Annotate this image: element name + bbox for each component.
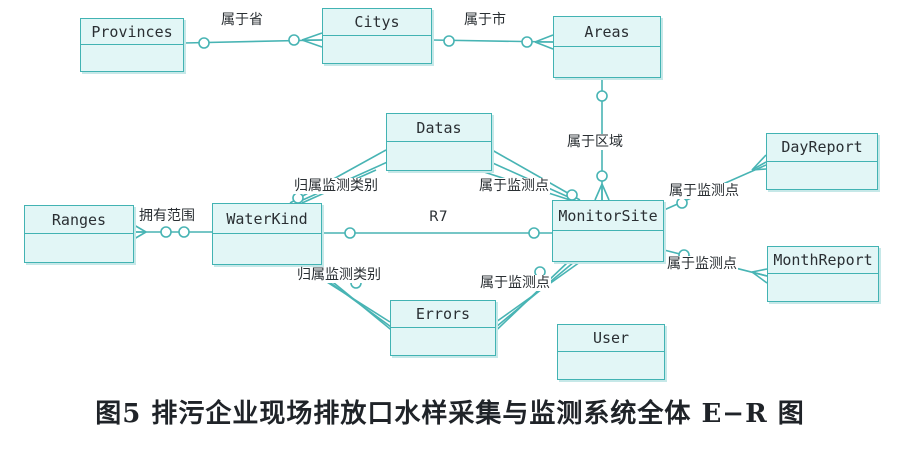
entity-datas[interactable]: Datas — [386, 113, 492, 171]
edge-area-site-marker — [596, 170, 608, 182]
edge-province-city-marker — [288, 34, 300, 46]
entity-waterkind[interactable]: WaterKind — [212, 203, 322, 265]
edge-range-kind-marker — [178, 226, 190, 238]
rel-label-site-monthreport: 属于监测点 — [666, 256, 738, 272]
edge-range-kind-crow — [133, 224, 147, 233]
entity-user[interactable]: User — [557, 324, 665, 380]
rel-label-kind-site: R7 — [428, 209, 449, 225]
entity-errors[interactable]: Errors — [390, 300, 496, 356]
edge-errors-site — [483, 261, 569, 343]
edge-site-monthreport-crow — [751, 271, 768, 277]
entity-waterkind-label: WaterKind — [213, 204, 321, 234]
edge-datas-kind — [289, 149, 387, 204]
entity-ranges[interactable]: Ranges — [24, 205, 134, 263]
entity-monthreport[interactable]: MonthReport — [767, 246, 879, 302]
edge-range-kind-marker — [160, 226, 172, 238]
figure-caption: 图5 排污企业现场排放口水样采集与监测系统全体 E−R 图 — [95, 399, 805, 429]
edge-datas-kind-marker — [292, 192, 304, 204]
relationship-lines — [133, 32, 768, 343]
entity-citys[interactable]: Citys — [322, 8, 432, 64]
edge-site-dayreport-crow — [751, 168, 767, 171]
rel-label-city-area: 属于市 — [463, 12, 507, 28]
edge-area-site-marker — [596, 90, 608, 102]
edge-area-site-crow — [594, 183, 603, 201]
edge-site-dayreport-marker — [676, 197, 688, 209]
entity-monthreport-label: MonthReport — [768, 247, 878, 274]
entity-citys-label: Citys — [323, 9, 431, 36]
rel-label-errors-site: 属于监测点 — [479, 275, 551, 291]
edge-range-kind-crow — [133, 231, 147, 240]
er-diagram: Provinces Citys Areas Datas DayReport Ra… — [24, 8, 879, 380]
edge-site-dayreport-crow — [751, 161, 767, 171]
rel-label-kind-ranges: 拥有范围 — [138, 208, 196, 224]
entity-monitorsite-label: MonitorSite — [553, 201, 663, 231]
edge-kind-site-marker — [344, 227, 356, 239]
entity-areas-label: Areas — [554, 17, 660, 47]
edge-city-area-marker — [521, 36, 533, 48]
rel-label-site-area: 属于区域 — [566, 134, 624, 150]
entity-dayreport[interactable]: DayReport — [766, 133, 878, 190]
entity-ranges-label: Ranges — [25, 206, 133, 234]
rel-label-datas-kind: 归属监测类别 — [293, 178, 379, 194]
entity-monitorsite[interactable]: MonitorSite — [552, 200, 664, 262]
edge-province-city-crow — [301, 32, 323, 41]
rel-label-province-city: 属于省 — [220, 12, 264, 28]
edge-site-monthreport-crow — [751, 271, 768, 284]
edge-province-city-marker — [198, 37, 210, 49]
entity-datas-label: Datas — [387, 114, 491, 142]
rel-label-errors-kind: 归属监测类别 — [296, 267, 382, 283]
edge-province-city-crow — [301, 39, 323, 48]
entity-errors-label: Errors — [391, 301, 495, 328]
edge-city-area-marker — [443, 35, 455, 47]
edge-city-area-crow — [534, 41, 554, 50]
entity-dayreport-label: DayReport — [767, 134, 877, 162]
entity-user-label: User — [558, 325, 664, 352]
rel-label-datas-site: 属于监测点 — [478, 178, 550, 194]
edge-datas-site — [491, 149, 581, 201]
entity-areas[interactable]: Areas — [553, 16, 661, 78]
edge-datas-site-marker — [566, 189, 578, 201]
edge-city-area-crow — [534, 34, 554, 43]
edge-kind-site-marker — [528, 227, 540, 239]
edge-site-monthreport-crow — [751, 268, 768, 273]
entity-provinces[interactable]: Provinces — [80, 18, 184, 72]
entity-provinces-label: Provinces — [81, 19, 183, 45]
edge-site-dayreport-crow — [751, 154, 767, 171]
rel-label-site-dayreport: 属于监测点 — [668, 183, 740, 199]
edge-area-site-crow — [601, 183, 610, 201]
